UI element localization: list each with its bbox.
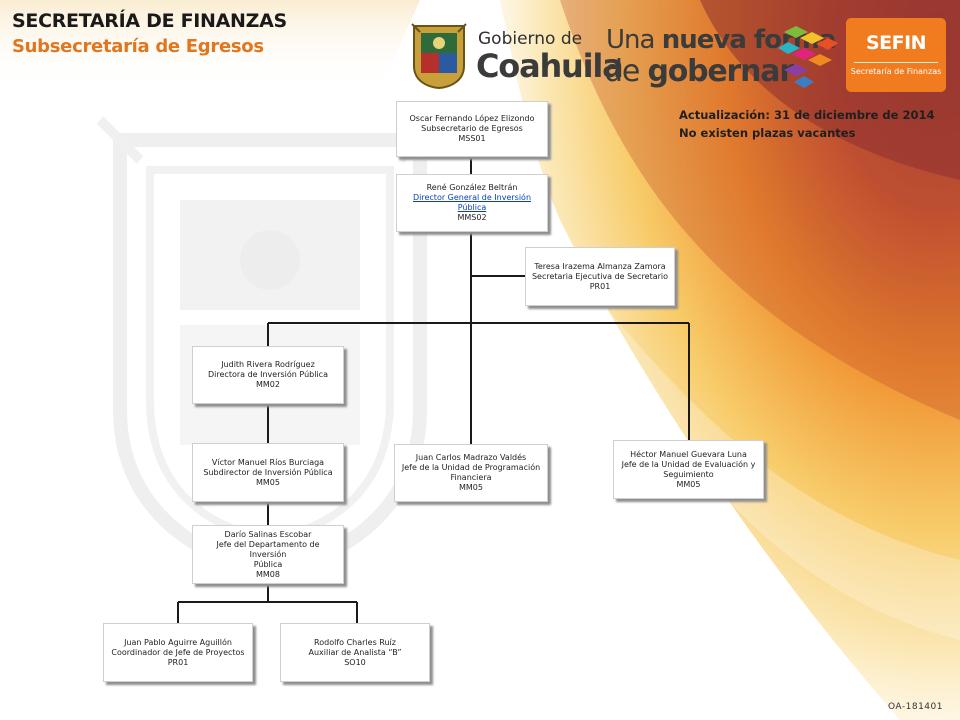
sefin-divider — [854, 62, 938, 63]
director-general-link[interactable]: Director General de Inversión — [412, 193, 532, 202]
org-box-directora: Judith Rivera Rodríguez Directora de Inv… — [192, 346, 344, 404]
org-box-jefe-departamento: Darío Salinas Escobar Jefe del Departame… — [192, 525, 344, 584]
state-name: Coahuila — [476, 47, 624, 85]
org-box-jefe-programacion: Juan Carlos Madrazo Valdés Jefe de la Un… — [394, 444, 548, 502]
slogan-line-2: de gobernar — [604, 54, 794, 89]
coahuila-seal-icon — [411, 23, 467, 90]
org-box-coordinador: Juan Pablo Aguirre Aguillón Coordinador … — [103, 623, 253, 682]
org-box-secretaria: Teresa Irazema Almanza Zamora Secretaria… — [525, 247, 675, 306]
update-date: Actualización: 31 de diciembre de 2014 — [679, 108, 935, 122]
page-title: SECRETARÍA DE FINANZAS — [12, 10, 287, 32]
org-box-jefe-evaluacion: Héctor Manuel Guevara Luna Jefe de la Un… — [613, 440, 764, 499]
vacancies-note: No existen plazas vacantes — [679, 126, 856, 140]
page-subtitle: Subsecretaría de Egresos — [12, 36, 264, 57]
sefin-caption: Secretaría de Finanzas — [850, 67, 942, 76]
pixel-arrow-logo-icon — [778, 26, 838, 88]
government-label: Gobierno de — [478, 29, 583, 49]
org-box-subdirector: Víctor Manuel Ríos Burciaga Subdirector … — [192, 443, 344, 502]
org-box-subsecretario: Oscar Fernando López Elizondo Subsecreta… — [396, 101, 548, 157]
org-box-auxiliar: Rodolfo Charles Ruíz Auxiliar de Analist… — [280, 623, 430, 682]
sefin-logo: SEFIN Secretaría de Finanzas — [846, 18, 946, 92]
director-general-link-cont[interactable]: Pública — [457, 203, 487, 212]
update-info: Actualización: 31 de diciembre de 2014 N… — [679, 106, 934, 142]
document-code: OA-181401 — [888, 702, 943, 712]
sefin-name: SEFIN — [865, 32, 927, 54]
org-box-director-general[interactable]: René González Beltrán Director General d… — [396, 174, 548, 232]
